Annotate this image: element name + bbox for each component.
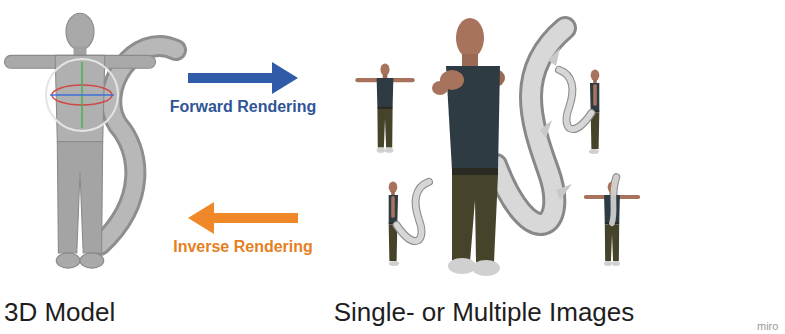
- panel-caption: Single- or Multiple Images: [302, 298, 666, 328]
- rendering-arrow: [188, 202, 298, 234]
- figure-panel: 3D Model: [0, 0, 188, 334]
- arrow-shaft: [188, 73, 274, 83]
- watermark-holder: miro: [757, 316, 778, 334]
- edge-label-holder: Inverse Rendering: [171, 238, 315, 256]
- edge-label: Inverse Rendering: [171, 238, 315, 255]
- rendering-arrow: [188, 62, 298, 94]
- figure-panel: Single- or Multiple Images: [298, 0, 670, 334]
- arrow-head: [272, 62, 298, 94]
- edge-label-holder: Forward Rendering: [168, 98, 319, 116]
- arrow-head: [188, 202, 214, 234]
- watermark: miro: [757, 320, 778, 332]
- arrow-shaft: [212, 213, 298, 223]
- panel-caption: 3D Model: [4, 298, 184, 328]
- edge-label: Forward Rendering: [168, 98, 319, 115]
